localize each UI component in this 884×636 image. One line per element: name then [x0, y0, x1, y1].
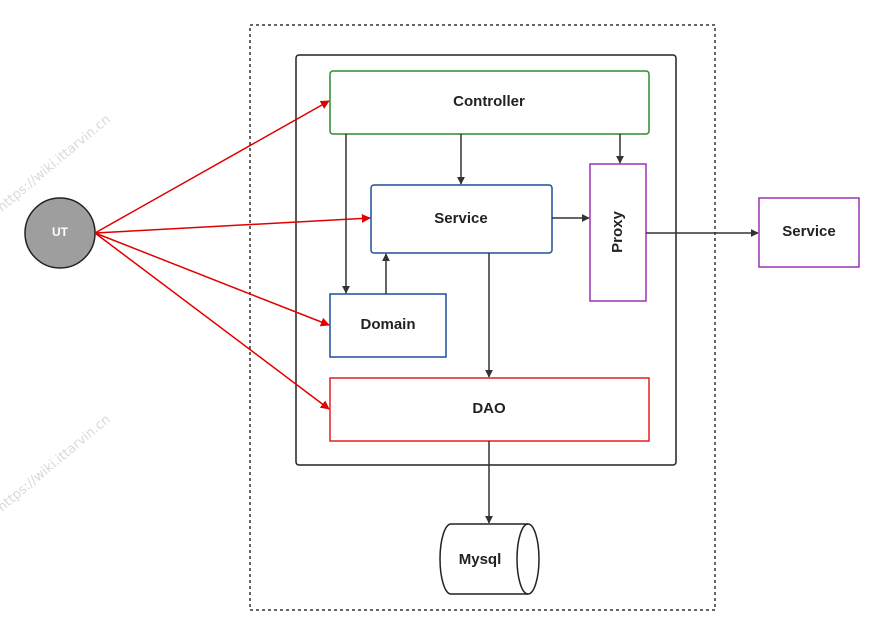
controller-label: Controller [453, 93, 525, 110]
test-arrow-to-domain [94, 232, 330, 327]
test-arrow-to-service [94, 213, 371, 234]
mysql-label: Mysql [459, 551, 502, 568]
application-container [295, 54, 677, 466]
outer-boundary [249, 24, 716, 611]
dao-label: DAO [472, 400, 506, 417]
domain-box [329, 293, 447, 358]
service-node: Service [370, 184, 553, 254]
domain-node: Domain [329, 293, 447, 358]
test-arrow-to-controller [94, 100, 330, 234]
domain-label: Domain [360, 316, 415, 333]
mysql-cylinder-cap [516, 523, 529, 595]
ut-label: UT [52, 225, 69, 239]
test-arrow-to-dao [94, 232, 330, 410]
controller-node: Controller [329, 70, 650, 135]
watermark-bottom: https://wiki.ittarvin.cn [0, 412, 114, 515]
dao-box [329, 377, 650, 442]
ut-node: UT [24, 197, 96, 269]
proxy-node: Proxy [589, 163, 647, 302]
controller-box [329, 70, 650, 135]
external-service-node: Service [758, 197, 860, 268]
proxy-label: Proxy [609, 211, 626, 253]
external-service-label: Service [782, 223, 835, 240]
test-connectors [94, 100, 371, 410]
flow-connectors [342, 134, 759, 524]
service-label: Service [434, 210, 487, 227]
mysql-node: Mysql [439, 523, 540, 595]
external-service-box [758, 197, 860, 268]
service-box [370, 184, 553, 254]
proxy-box [589, 163, 647, 302]
dao-node: DAO [329, 377, 650, 442]
